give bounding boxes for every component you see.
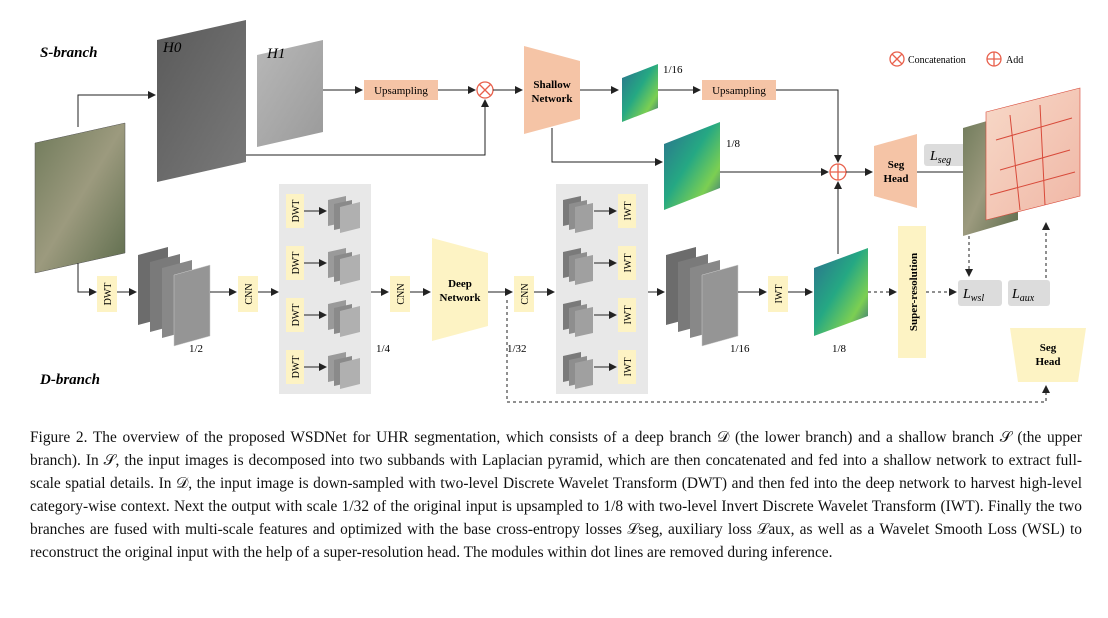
input-satellite-image (34, 122, 126, 274)
h0-subband-image (157, 20, 246, 182)
wsdnet-diagram: S-branch D-branch Concatenation Add H0 H… (34, 20, 1086, 403)
legend-concat: Concatenation (889, 51, 966, 67)
seg-head-upper-label-2: Head (883, 173, 908, 185)
loss-wsl-sub: wsl (971, 293, 985, 304)
cnn-label-3: CNN (520, 283, 531, 304)
upsampling-module-2 (702, 80, 776, 100)
svg-text:Lseg: Lseg (929, 149, 951, 166)
iwt-panel-label-1: IWT (623, 202, 634, 221)
scale-label-1-8-lower: 1/8 (832, 343, 847, 355)
h1-label: H1 (266, 46, 285, 62)
loss-aux-main: L (1011, 287, 1020, 302)
seg-head-lower-label-2: Head (1035, 356, 1060, 368)
dwt-panel-label-2: DWT (291, 252, 302, 275)
cnn-module-2 (390, 276, 410, 312)
legend-add: Add (986, 51, 1023, 67)
cnn-module-1 (238, 276, 258, 312)
svg-text:Lwsl: Lwsl (962, 287, 984, 304)
dwt-panel-label-1: DWT (291, 200, 302, 223)
loss-seg-sub: seg (938, 155, 951, 166)
upsampling-label-1: Upsampling (374, 85, 428, 97)
scale-label-1-8-upper: 1/8 (726, 138, 741, 150)
super-resolution-label: Super-resolution (908, 253, 920, 331)
upsampling-label-2: Upsampling (712, 85, 766, 97)
scale-label-1-16-upper: 1/16 (663, 64, 683, 76)
loss-aux-badge (1008, 280, 1050, 306)
shallow-network-module (524, 46, 580, 134)
iwt-panel-label-4: IWT (623, 358, 634, 377)
d-branch-label: D-branch (39, 372, 100, 388)
seg-head-lower-label-1: Seg (1040, 342, 1057, 354)
scale-label-1-4: 1/4 (376, 343, 391, 355)
iwt-panel-label-3: IWT (623, 306, 634, 325)
svg-text:Laux: Laux (1011, 287, 1035, 304)
cnn-label-1: CNN (244, 283, 255, 304)
shallow-network-label-2: Network (532, 93, 574, 105)
feature-map-1-8-upper (664, 122, 720, 210)
output-segmentation-map (985, 87, 1081, 221)
loss-seg-badge (924, 144, 966, 166)
feature-map-1-16-upper (622, 64, 658, 122)
iwt-label-lower: IWT (774, 285, 785, 304)
shallow-network-label-1: Shallow (533, 79, 570, 91)
loss-wsl-badge (958, 280, 1002, 306)
deep-network-label-1: Deep (448, 278, 472, 290)
loss-seg-main: L (929, 149, 938, 164)
h0-label: H0 (162, 40, 182, 56)
dwt-panel-label-4: DWT (291, 356, 302, 379)
iwt-panel-rows: IWT IWT IWT IWT (563, 194, 636, 389)
dwt-panel-label-3: DWT (291, 304, 302, 327)
iwt-module-lower (768, 276, 788, 312)
deep-network-module (432, 238, 488, 341)
seg-head-upper-module (874, 134, 917, 208)
dwt-panel-rows: DWT DWT DWT DWT (286, 194, 360, 389)
upsampling-module-1 (364, 80, 438, 100)
iwt-panel-label-2: IWT (623, 254, 634, 273)
iwt-stack-1-16 (666, 247, 739, 347)
scale-label-1-32: 1/32 (507, 343, 527, 355)
seg-head-upper-label-1: Seg (888, 159, 905, 171)
scale-label-1-2: 1/2 (189, 343, 203, 355)
legend-concat-label: Concatenation (908, 55, 966, 66)
caption-text: Figure 2. The overview of the proposed W… (30, 429, 1082, 561)
deep-network-label-2: Network (440, 292, 482, 304)
feature-map-1-8-lower (814, 248, 868, 336)
super-resolution-module (898, 226, 926, 358)
legend-add-label: Add (1006, 55, 1023, 66)
dwt-stack-1-2 (138, 247, 211, 347)
cnn-module-3 (514, 276, 534, 312)
concat-symbol-icon (889, 51, 905, 67)
loss-aux-sub: aux (1020, 293, 1035, 304)
dwt-module-1 (97, 276, 117, 312)
scale-label-1-16-lower: 1/16 (730, 343, 750, 355)
seg-head-lower-module (1010, 328, 1086, 382)
loss-wsl-main: L (962, 287, 971, 302)
s-branch-label: S-branch (40, 45, 98, 61)
cnn-label-2: CNN (396, 283, 407, 304)
h1-subband-image (257, 40, 323, 147)
dwt-label-1: DWT (103, 283, 114, 306)
figure-caption: Figure 2. The overview of the proposed W… (30, 426, 1082, 564)
